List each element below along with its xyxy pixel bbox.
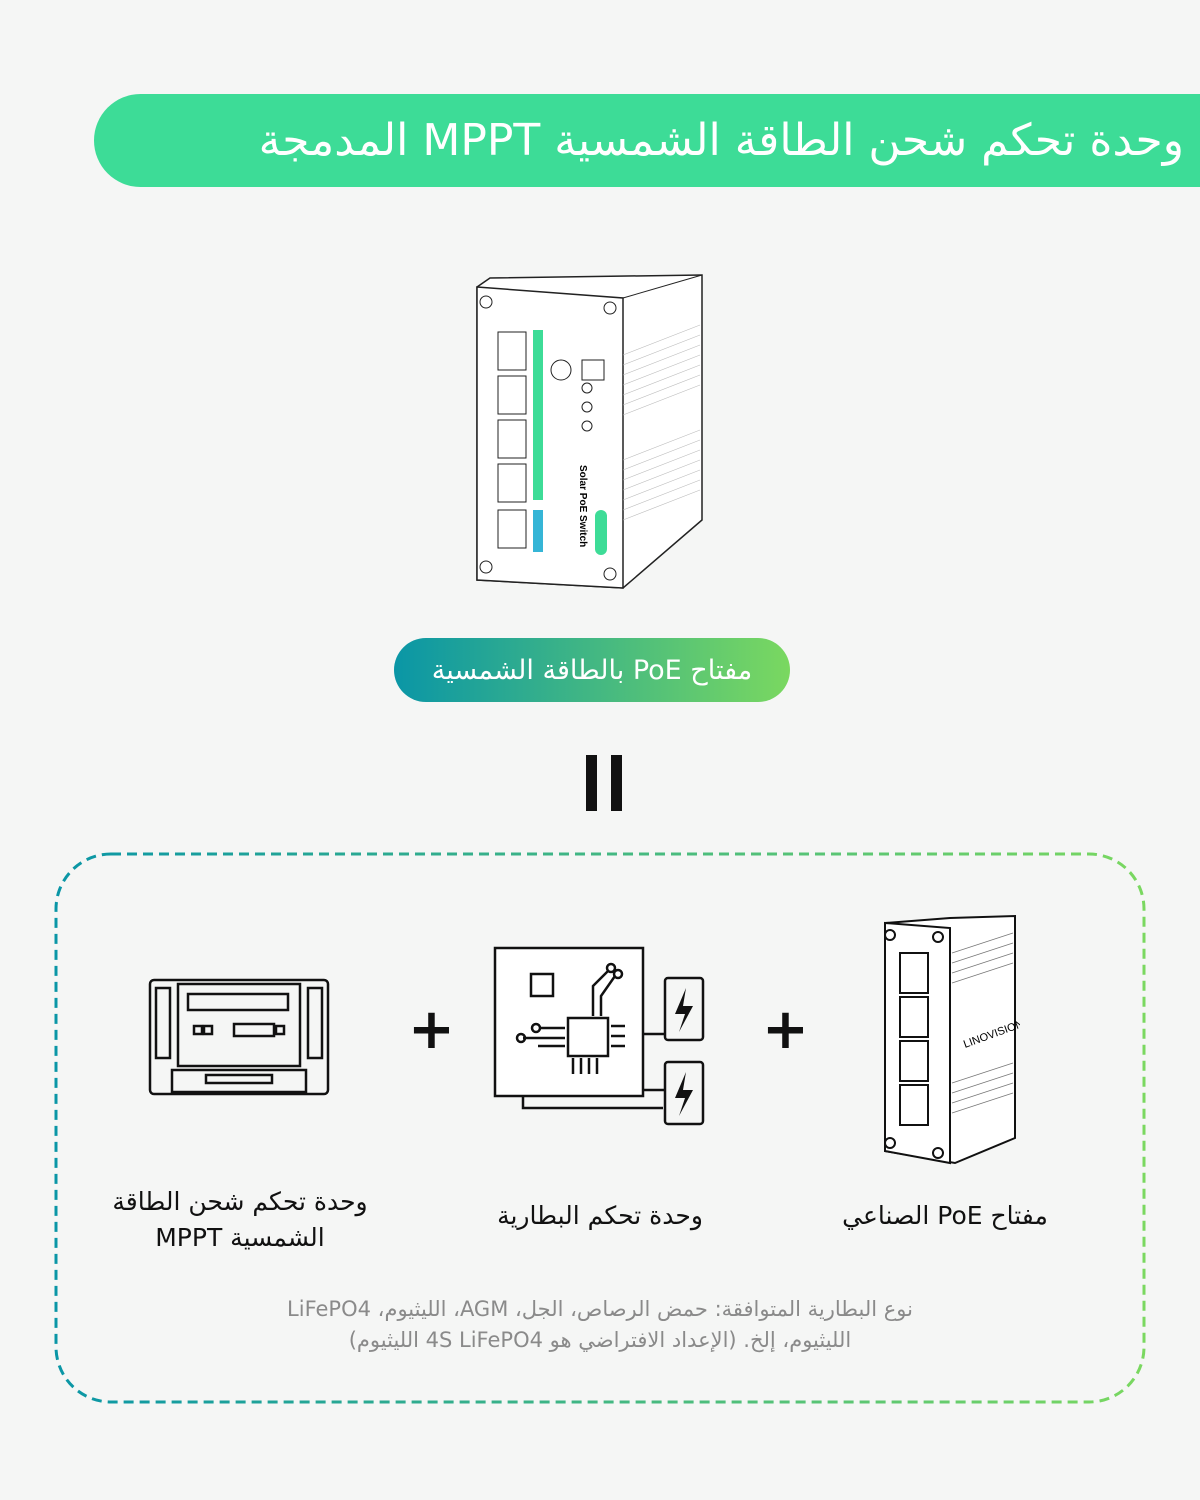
equals-sign xyxy=(586,755,622,811)
note-line-1: نوع البطارية المتوافقة: حمض الرصاص، الجل… xyxy=(287,1297,913,1321)
battery-compatibility-note: نوع البطارية المتوافقة: حمض الرصاص، الجل… xyxy=(200,1294,1000,1356)
page-title: وحدة تحكم شحن الطاقة الشمسية MPPT المدمج… xyxy=(258,115,1184,166)
component-label-mppt: وحدة تحكم شحن الطاقة الشمسية MPPT xyxy=(112,1187,368,1252)
industrial-poe-switch-icon: LINOVISION xyxy=(884,914,1020,1165)
solar-poe-switch-image: Solar PoE Switch xyxy=(476,274,703,589)
note-line-2: الليثيوم، إلخ. (الإعداد الافتراضي هو 4S … xyxy=(348,1328,852,1352)
plus-sign: + xyxy=(408,997,455,1062)
title-banner: وحدة تحكم شحن الطاقة الشمسية MPPT المدمج… xyxy=(94,94,1200,187)
product-name-pill: مفتاح PoE بالطاقة الشمسية xyxy=(394,638,790,702)
device-label: Solar PoE Switch xyxy=(577,465,588,547)
component-label-poe-switch: مفتاح PoE الصناعي xyxy=(842,1201,1048,1230)
battery-controller-icon xyxy=(493,946,705,1126)
solar-charge-controller-icon xyxy=(148,978,330,1096)
plus-sign: + xyxy=(762,997,809,1062)
components-dashed-box xyxy=(54,852,1146,1404)
component-label-battery-controller: وحدة تحكم البطارية xyxy=(497,1201,703,1230)
